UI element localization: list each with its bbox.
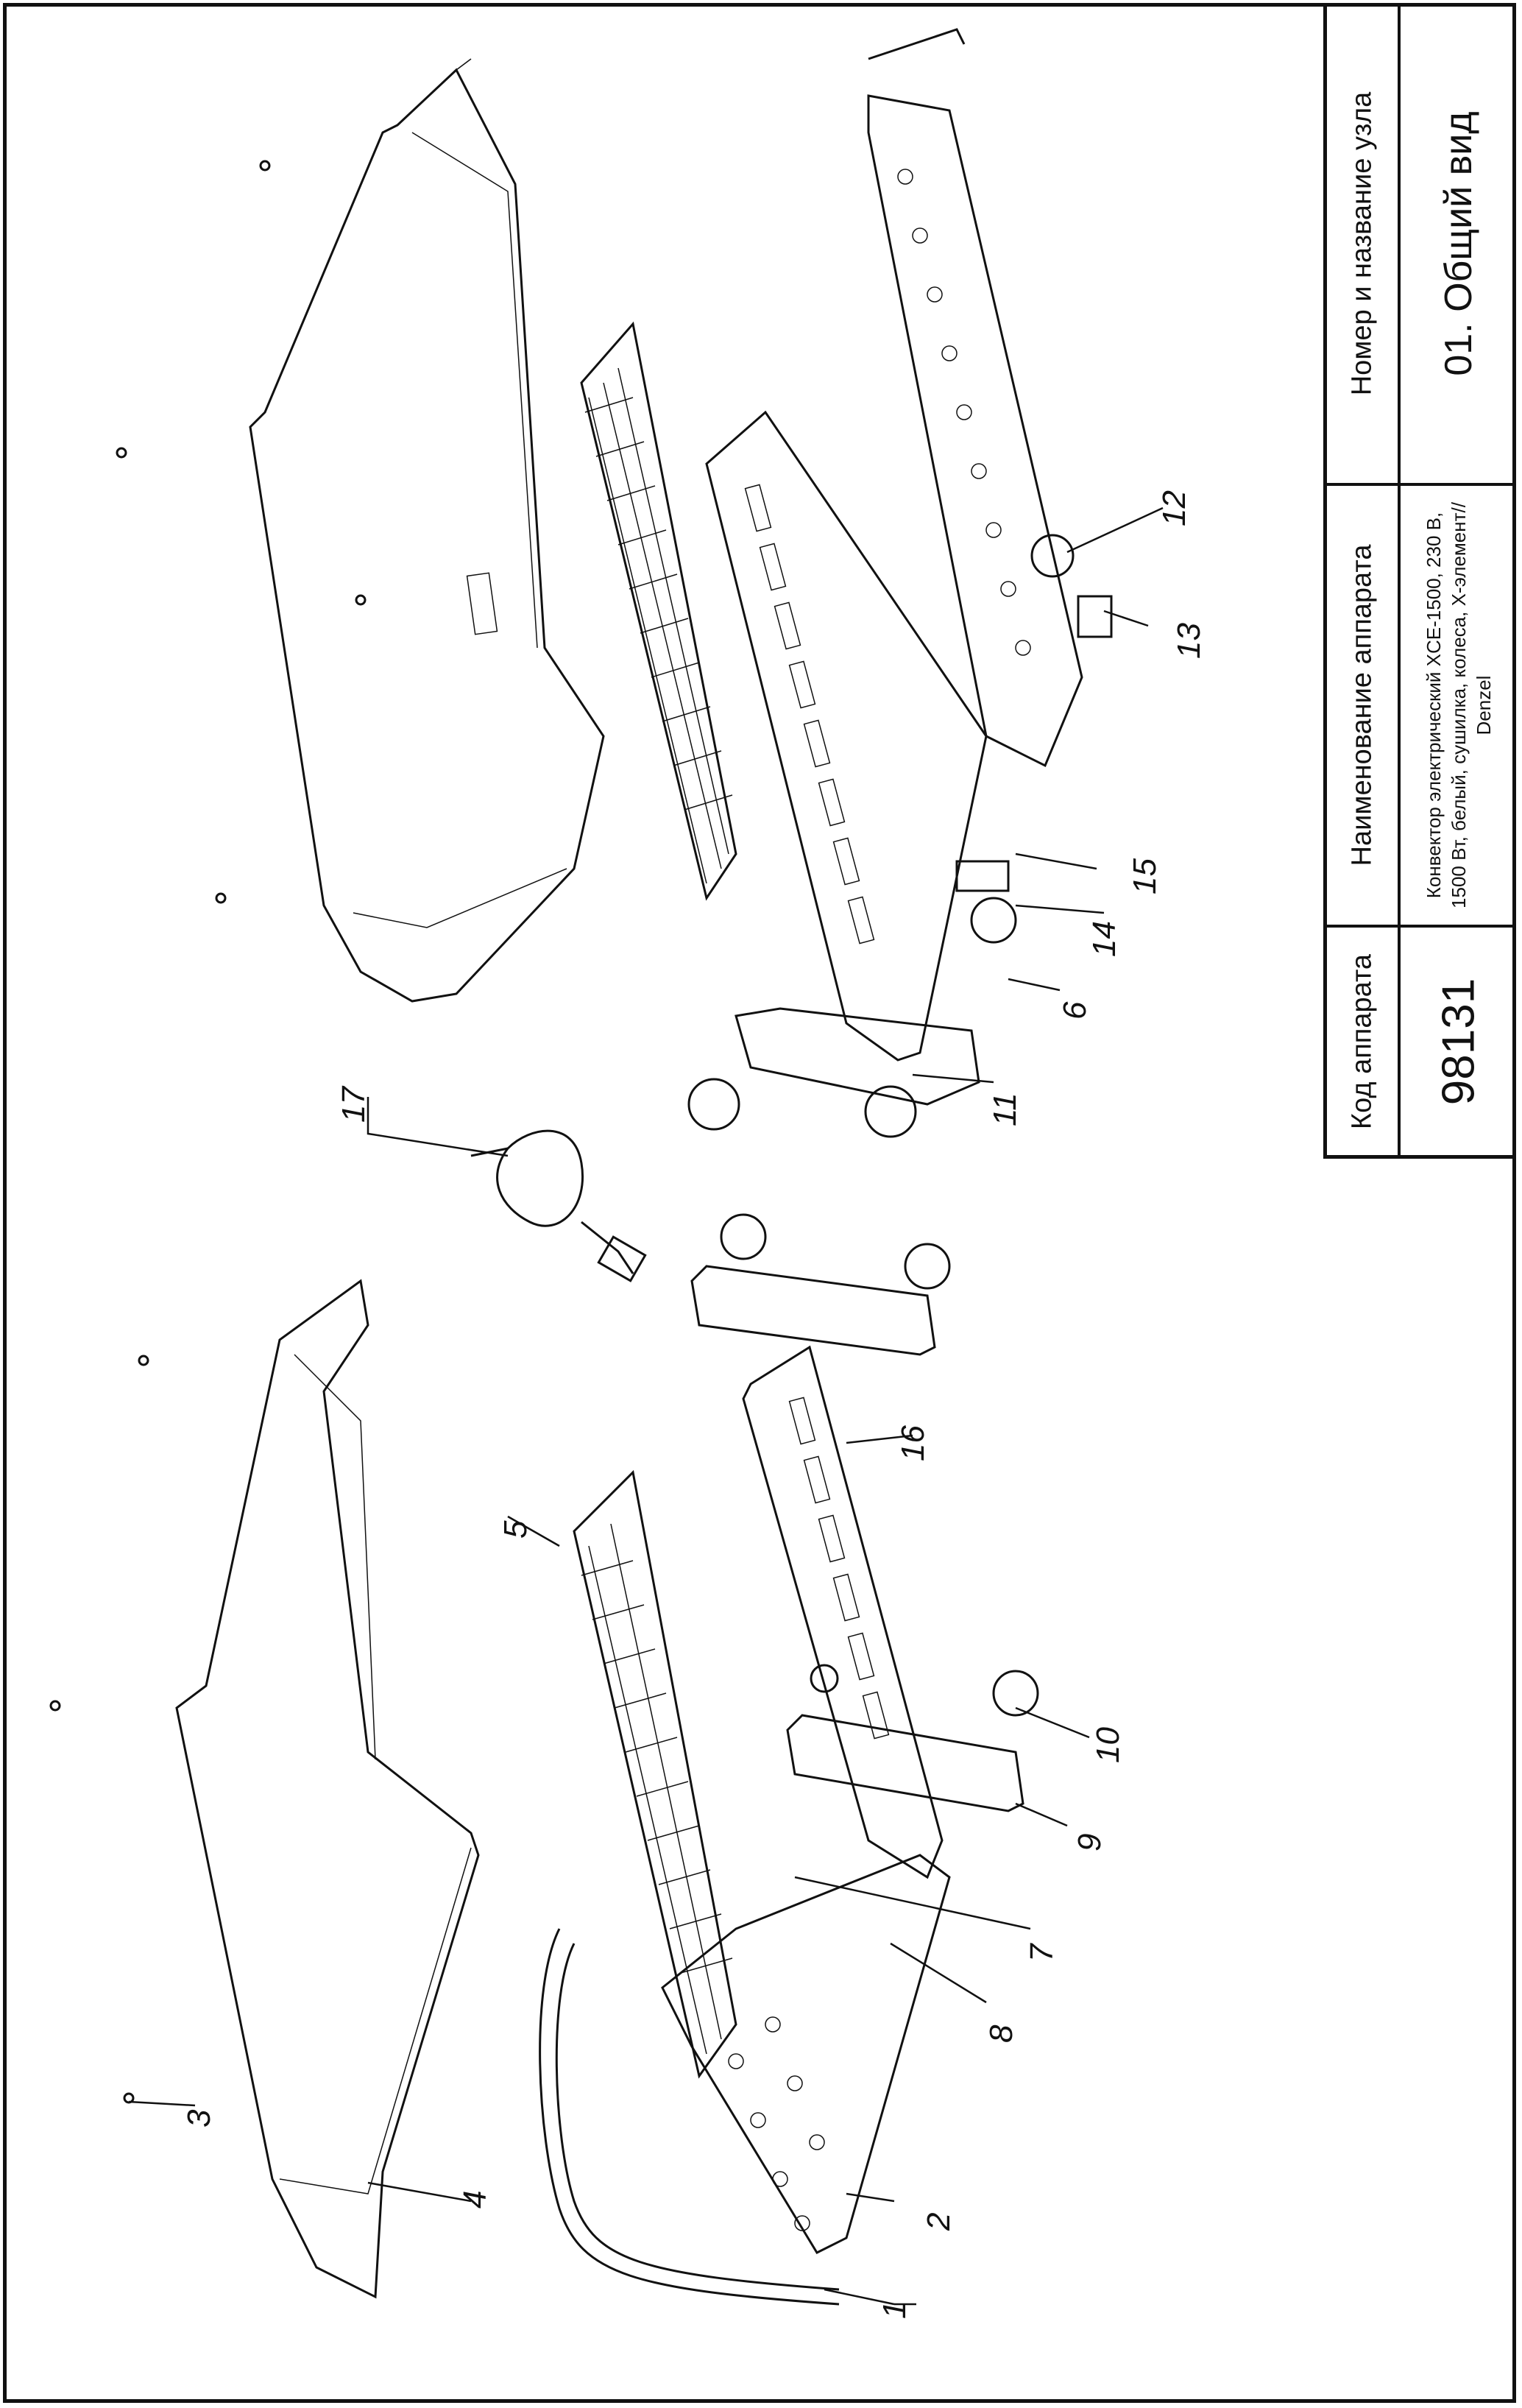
node-header: Номер и название узла	[1346, 91, 1378, 396]
callout-1: 1	[877, 2301, 913, 2319]
heating-element-lower	[573, 1469, 737, 2079]
feet-lower	[690, 1213, 1039, 1812]
callout-12: 12	[1156, 490, 1192, 526]
callout-6: 6	[1057, 1001, 1093, 1020]
callout-7: 7	[1024, 1943, 1060, 1962]
base-frame-lower	[539, 1345, 951, 2306]
node-header-cell: Номер и название узла	[1327, 4, 1401, 483]
code-header-cell: Код аппарата	[1327, 925, 1401, 1155]
callout-3: 3	[181, 2109, 217, 2128]
drawing-frame	[3, 3, 1516, 2403]
callout-14: 14	[1086, 921, 1122, 957]
top-cover-lower	[175, 1279, 480, 2299]
callout-13: 13	[1171, 623, 1207, 659]
base-frame-upper	[705, 28, 1083, 1062]
screws	[49, 160, 367, 2104]
heating-element-upper	[580, 321, 737, 901]
callout-4: 4	[457, 2191, 493, 2208]
callout-8: 8	[983, 2024, 1019, 2043]
code-value: 98131	[1433, 978, 1484, 1105]
name-value-cell: Конвектор электрический XCE-1500, 230 В,…	[1401, 483, 1516, 925]
leader-lines	[128, 506, 1164, 2306]
top-cover-upper	[249, 58, 605, 1003]
code-value-cell: 98131	[1401, 925, 1516, 1155]
callout-numbers: 1 2 3 4 5 6 7 8 9 10 11 12 13 14 15 16 1…	[181, 490, 1207, 2319]
callout-16: 16	[895, 1425, 931, 1461]
node-value: 01. Общий вид	[1437, 111, 1480, 376]
title-block: Код аппарата 98131 Наименование аппарата…	[1323, 4, 1516, 1159]
name-header-cell: Наименование аппарата	[1327, 483, 1401, 925]
callout-5: 5	[498, 1520, 534, 1539]
thermostat-upper	[955, 534, 1113, 944]
callout-15: 15	[1127, 858, 1163, 894]
code-header: Код аппарата	[1346, 953, 1378, 1129]
callout-2: 2	[921, 2213, 957, 2231]
callout-11: 11	[987, 1092, 1023, 1126]
name-value: Конвектор электрический XCE-1500, 230 В,…	[1422, 502, 1495, 908]
callout-9: 9	[1072, 1834, 1108, 1851]
name-header: Наименование аппарата	[1346, 544, 1378, 866]
callout-17: 17	[336, 1086, 372, 1123]
node-value-cell: 01. Общий вид	[1401, 4, 1516, 483]
feet-upper	[687, 1007, 980, 1138]
callout-10: 10	[1090, 1727, 1126, 1763]
